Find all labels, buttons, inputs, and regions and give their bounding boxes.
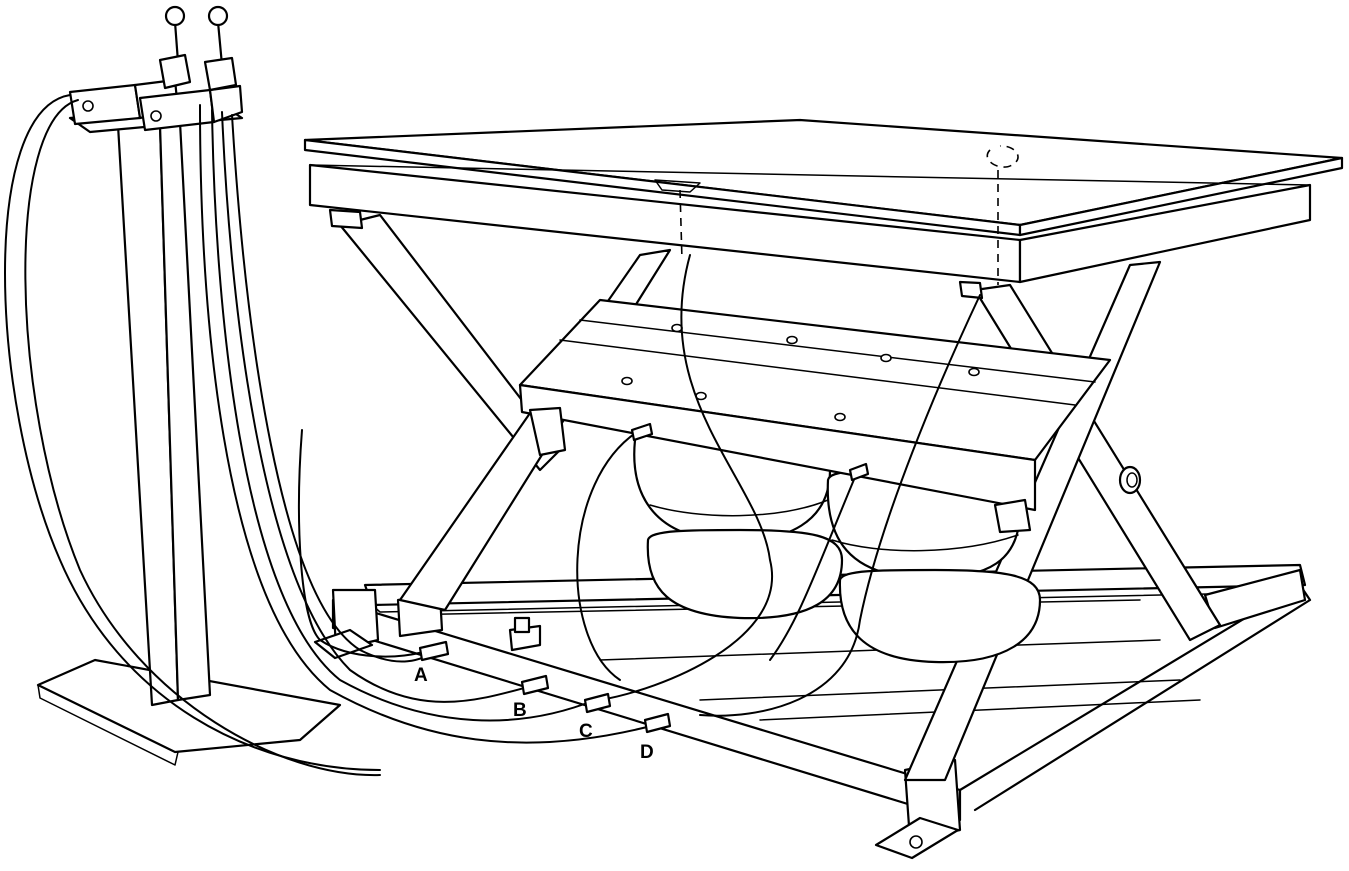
control-pedestal [36,5,342,766]
callout-a-label: A [414,665,428,686]
inner-platform [518,298,1112,534]
top-table [303,118,1344,300]
callout-d-label: D [640,742,654,763]
base-frame [313,563,1312,860]
air-hoses [4,94,981,777]
callout-c-label: C [579,721,593,742]
callout-b-label: B [513,700,527,721]
air-bellows [633,428,1042,664]
